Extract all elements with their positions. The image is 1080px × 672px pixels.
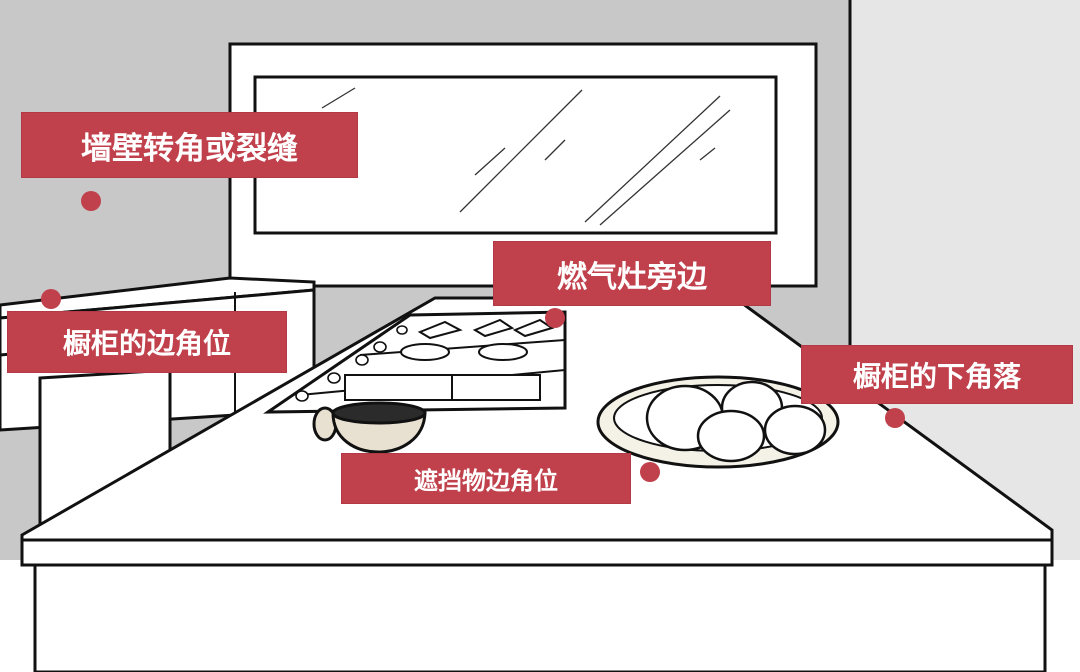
- red-dot-icon: [41, 289, 61, 309]
- fruit-bowl: [596, 375, 840, 469]
- callout-stove-side: 燃气灶旁边: [494, 242, 770, 305]
- red-dot-icon: [885, 408, 905, 428]
- callout-cabinet-edge: 橱柜的边角位: [8, 312, 286, 372]
- red-dot-icon: [545, 308, 565, 328]
- red-dot-icon: [640, 462, 660, 482]
- stove: [263, 310, 567, 414]
- red-dot-icon: [81, 191, 101, 211]
- callout-cabinet-bottom: 橱柜的下角落: [802, 346, 1072, 403]
- coffee-cup: [312, 401, 427, 454]
- counter: [20, 296, 1054, 672]
- callout-obstacle-edge: 遮挡物边角位: [342, 454, 630, 503]
- callout-wall-corner: 墙壁转角或裂缝: [22, 113, 357, 177]
